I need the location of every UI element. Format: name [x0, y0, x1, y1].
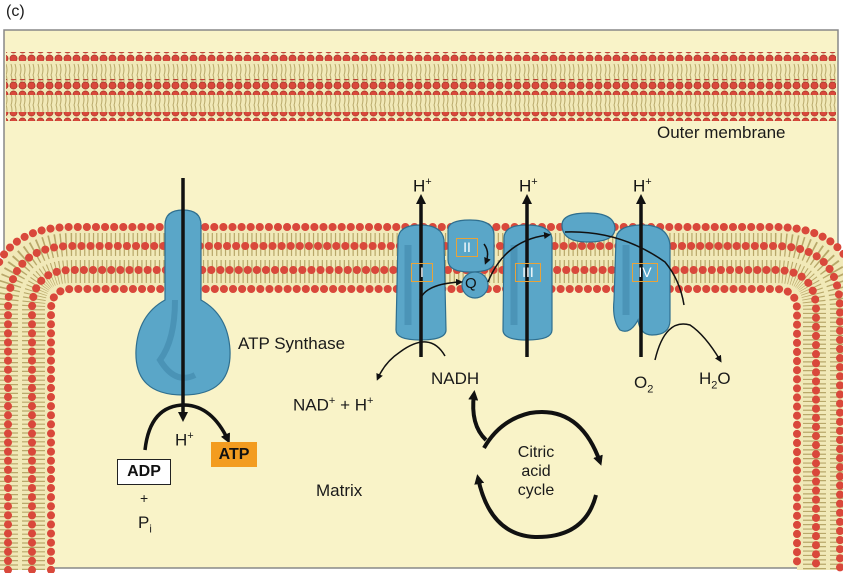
electron-i-to-q — [419, 278, 463, 301]
proton-label-i: H+ — [413, 176, 432, 196]
proton-label-synthase: H+ — [175, 430, 194, 450]
adp-box: ADP — [117, 459, 171, 485]
phosphate-label: Pi — [138, 513, 152, 536]
complex-iii-label: III — [515, 263, 541, 282]
oxygen-label: O2 — [634, 373, 654, 396]
citric-acid-cycle-label: Citric acid cycle — [517, 444, 555, 499]
complex-ii — [447, 219, 495, 273]
outer-membrane — [6, 52, 836, 121]
proton-label-iii: H+ — [519, 176, 538, 196]
atp-synthase-label: ATP Synthase — [238, 334, 346, 353]
water-label: H2O — [699, 369, 731, 392]
atp-box: ATP — [211, 442, 257, 467]
complex-i-label: I — [411, 263, 433, 282]
matrix-label: Matrix — [316, 481, 363, 500]
citric-acid-cycle-arrows — [468, 390, 603, 540]
panel-letter: (c) — [6, 3, 25, 20]
nadh-label: NADH — [431, 369, 480, 388]
proton-label-iv: H+ — [633, 176, 652, 196]
plus-label: + — [140, 490, 149, 506]
oxygen-reduction-arrow — [654, 323, 722, 363]
nadh-oxidation-arrow — [376, 341, 446, 381]
outer-membrane-label: Outer membrane — [657, 123, 786, 142]
nad-plus-label: NAD+ + H+ — [293, 395, 374, 415]
atp-synthase — [135, 178, 231, 451]
electron-ii-to-q — [483, 243, 491, 265]
cytochrome-c — [561, 212, 616, 243]
complex-ii-label: II — [456, 238, 478, 257]
complex-iv-label: IV — [632, 263, 658, 282]
q-label: Q — [465, 275, 477, 292]
electron-to-iv — [564, 231, 685, 306]
adp-to-atp-arrow — [143, 403, 230, 451]
electron-q-to-iii — [487, 231, 551, 283]
